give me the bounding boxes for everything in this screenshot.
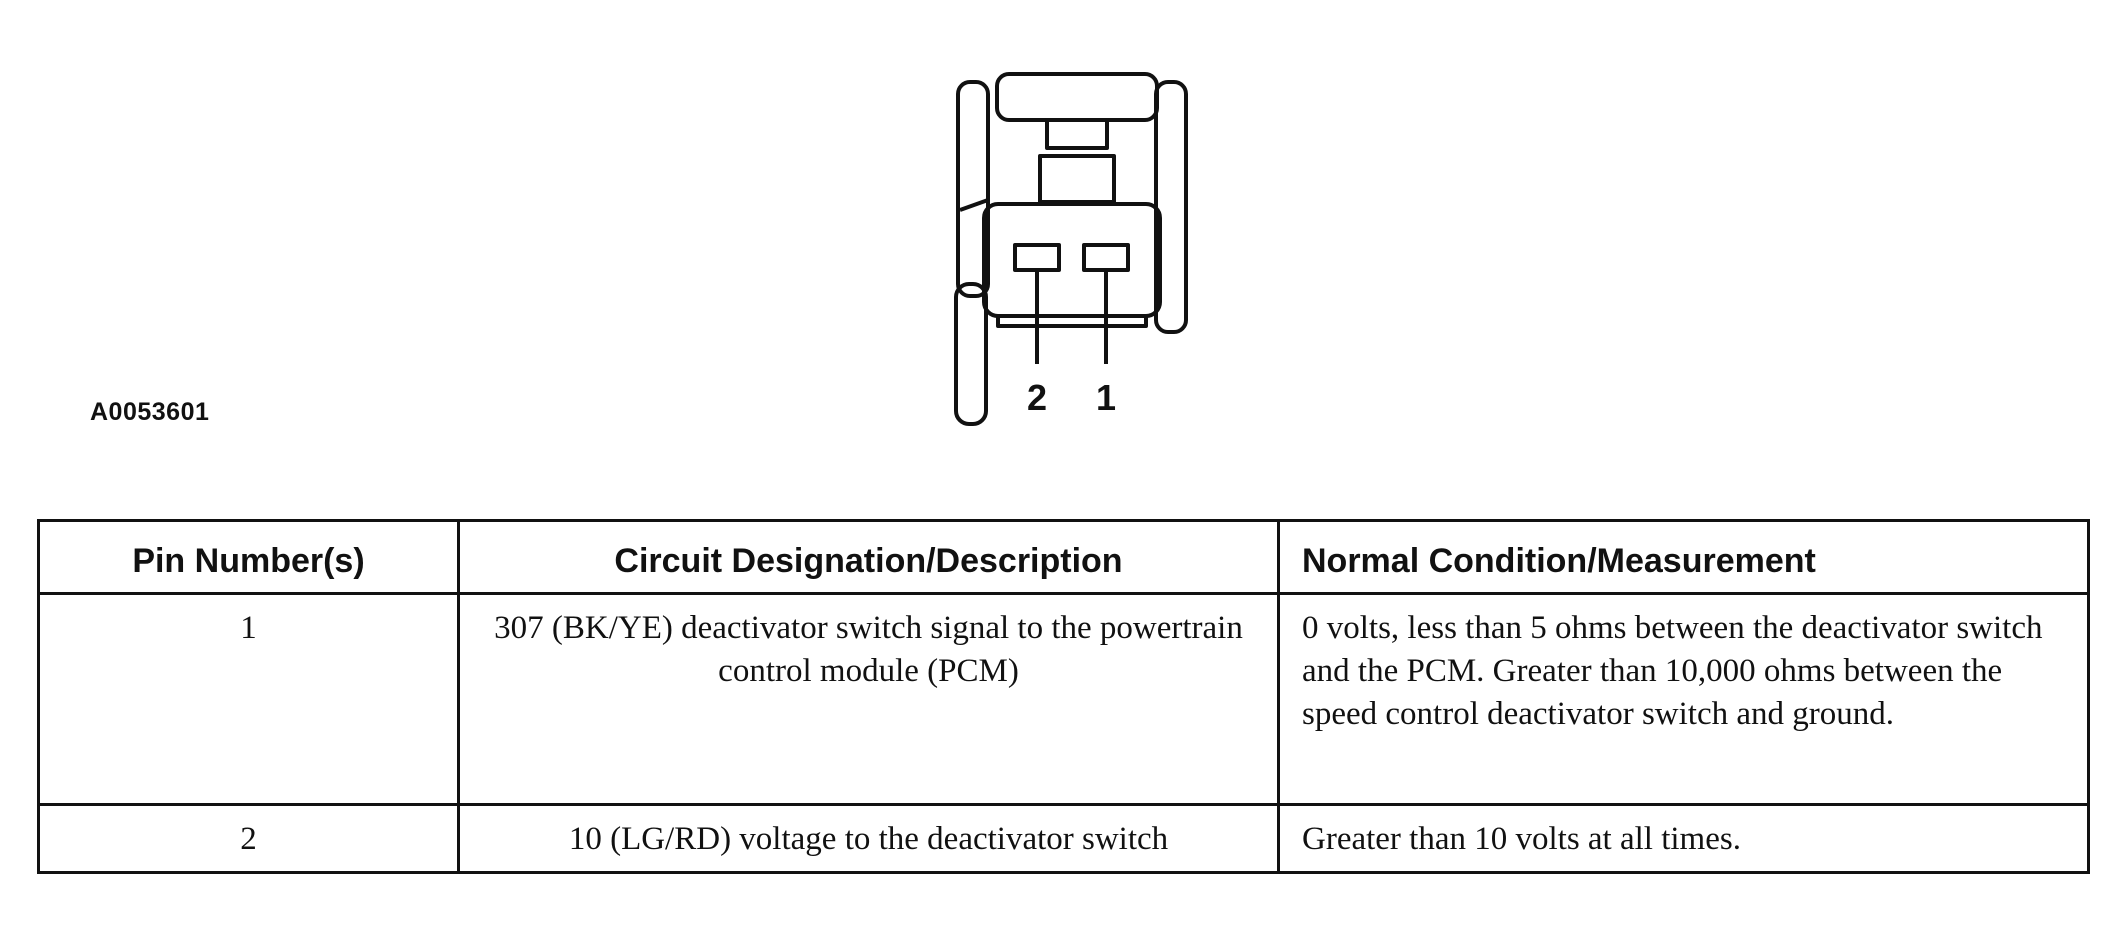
header-circuit-description: Circuit Designation/Description <box>457 519 1280 595</box>
figure-id: A0053601 <box>90 398 210 426</box>
pin-table: Pin Number(s) Circuit Designation/Descri… <box>37 519 2090 874</box>
row-description: 307 (BK/YE) deactivator switch signal to… <box>457 592 1280 806</box>
pin-cavity-1 <box>1082 243 1130 272</box>
row-description: 10 (LG/RD) voltage to the deactivator sw… <box>457 803 1280 874</box>
header-normal-condition: Normal Condition/Measurement <box>1277 519 2090 595</box>
connector-side-tab <box>954 282 988 426</box>
row-condition: 0 volts, less than 5 ohms between the de… <box>1277 592 2090 806</box>
connector-latch <box>995 72 1159 122</box>
connector-window <box>1038 154 1116 204</box>
connector-latch-inner <box>1045 118 1109 150</box>
row-condition: Greater than 10 volts at all times. <box>1277 803 2090 874</box>
table-row: 2 10 (LG/RD) voltage to the deactivator … <box>37 803 2090 874</box>
row-pin: 1 <box>37 592 460 806</box>
header-pin-numbers: Pin Number(s) <box>37 519 460 595</box>
pin-1-label: 1 <box>1096 377 1116 418</box>
row-pin: 2 <box>37 803 460 874</box>
connector-body <box>982 202 1162 318</box>
pin-2-label: 2 <box>1027 377 1047 418</box>
connector-diagram: 2 1 <box>954 72 1188 426</box>
table-header-row: Pin Number(s) Circuit Designation/Descri… <box>37 519 2090 595</box>
connector-left-rail <box>956 80 990 298</box>
table-row: 1 307 (BK/YE) deactivator switch signal … <box>37 592 2090 806</box>
pin-cavity-2 <box>1013 243 1061 272</box>
